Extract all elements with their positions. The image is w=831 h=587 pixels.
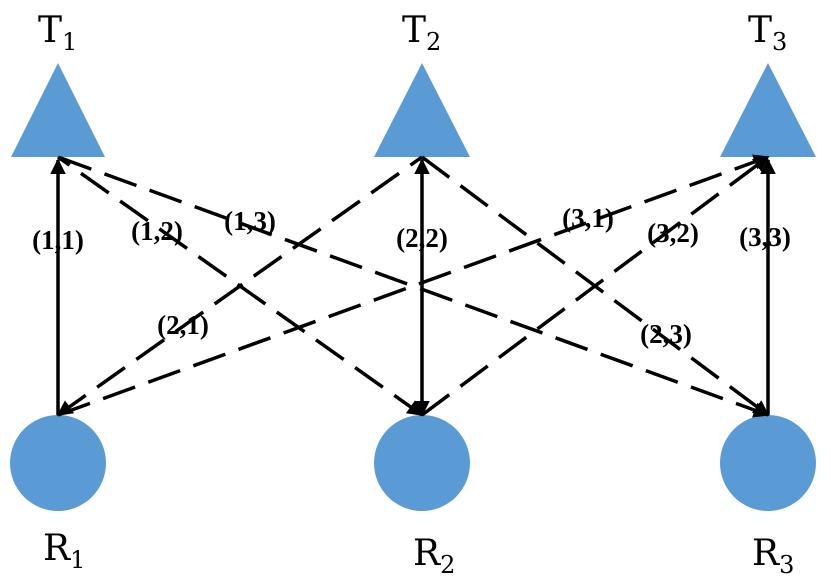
transmitter-3-label: T3	[748, 10, 787, 56]
receiver-3-index: 3	[779, 551, 794, 579]
transmitter-1-index: 1	[62, 28, 77, 56]
transmitter-2-index: 2	[426, 28, 441, 56]
transmitter-3-letter: T	[748, 10, 772, 51]
receiver-2-letter: R	[413, 533, 441, 574]
edge-label-1-3: (1,3)	[224, 206, 276, 236]
receiver-2-node	[374, 415, 470, 511]
edge-label-3-2: (3,2)	[647, 218, 699, 248]
edge-label-2-3: (2,3)	[640, 319, 692, 349]
edge-label-1-1: (1,1)	[32, 225, 84, 255]
edge-label-1-2: (1,2)	[131, 216, 183, 246]
transmitter-1-letter: T	[38, 10, 62, 51]
receiver-2-label: R2	[413, 533, 455, 579]
transmitter-2-node	[374, 63, 470, 157]
transmitter-2-letter: T	[402, 10, 426, 51]
receiver-1-letter: R	[43, 528, 71, 569]
edge-1-3	[57, 155, 770, 418]
edge-label-3-1: (3,1)	[562, 203, 614, 233]
edge-3-1	[57, 154, 770, 417]
edge-label-2-2: (2,2)	[396, 223, 448, 253]
node-labels: T1 T2 T3 R1 R2 R3	[38, 10, 794, 579]
edge-label-2-1: (2,1)	[157, 310, 209, 340]
transmitter-1-label: T1	[38, 10, 77, 56]
receiver-3-letter: R	[752, 533, 780, 574]
receiver-1-node	[10, 415, 106, 511]
receiver-3-label: R3	[752, 533, 794, 579]
receiver-2-index: 2	[440, 551, 455, 579]
edge-3-2	[420, 155, 770, 417]
transmitter-3-index: 3	[772, 28, 787, 56]
edges	[50, 154, 776, 418]
edge-label-3-3: (3,3)	[739, 222, 791, 252]
edge-labels: (1,1) (1,2) (1,3) (2,1) (2,2) (2,3) (3,1…	[32, 203, 791, 349]
transmitter-3-node	[720, 63, 816, 157]
receiver-3-node	[720, 415, 816, 511]
edge-2-1	[56, 155, 424, 417]
transmitter-1-node	[11, 63, 105, 157]
receiver-1-index: 1	[70, 546, 85, 574]
receiver-1-label: R1	[43, 528, 85, 574]
transmitter-2-label: T2	[402, 10, 441, 56]
